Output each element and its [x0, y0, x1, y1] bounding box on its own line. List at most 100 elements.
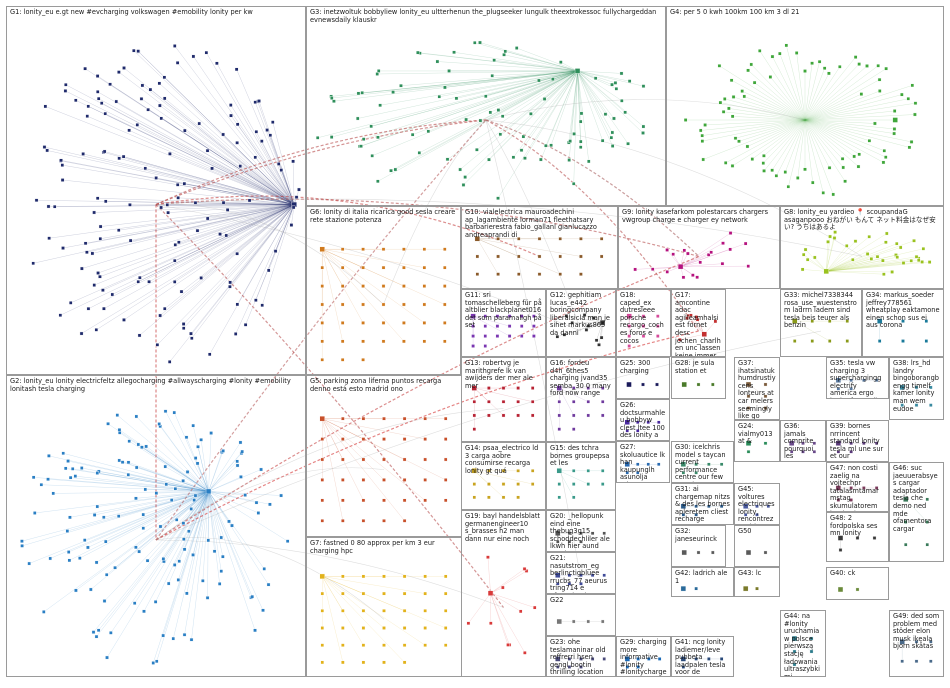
node-g29[interactable] — [647, 657, 651, 661]
node-g3[interactable] — [454, 96, 459, 101]
node-g2[interactable] — [163, 464, 168, 469]
node-g14[interactable] — [487, 469, 491, 473]
node-g2[interactable] — [219, 569, 224, 573]
node-g14[interactable] — [472, 482, 477, 486]
node-g7[interactable] — [443, 643, 448, 647]
node-g8[interactable] — [823, 268, 829, 275]
node-g11[interactable] — [519, 334, 524, 338]
node-g2[interactable] — [262, 567, 267, 571]
node-g2[interactable] — [191, 553, 195, 557]
node-g6[interactable] — [442, 265, 447, 270]
node-g3[interactable] — [315, 135, 320, 140]
node-g1[interactable] — [86, 306, 91, 311]
node-g9[interactable] — [743, 241, 748, 246]
node-g35[interactable] — [874, 378, 879, 383]
node-g50[interactable] — [763, 550, 768, 555]
node-g9[interactable] — [698, 260, 703, 265]
node-g3[interactable] — [519, 148, 524, 153]
node-g38[interactable] — [914, 385, 919, 390]
node-g5[interactable] — [402, 478, 407, 482]
node-g13[interactable] — [487, 399, 491, 404]
node-g3[interactable] — [435, 59, 440, 64]
node-g18[interactable] — [627, 344, 631, 348]
node-g28[interactable] — [681, 381, 687, 388]
node-g4[interactable] — [683, 118, 688, 122]
node-g3[interactable] — [567, 158, 571, 162]
node-g20[interactable] — [567, 539, 572, 544]
node-g3[interactable] — [521, 134, 526, 139]
node-g1[interactable] — [215, 61, 219, 66]
node-g2[interactable] — [47, 454, 51, 458]
node-g1[interactable] — [235, 141, 239, 145]
node-g6[interactable] — [381, 321, 386, 325]
node-g19[interactable] — [532, 605, 537, 610]
node-g4[interactable] — [703, 123, 707, 127]
node-g6[interactable] — [442, 339, 447, 344]
node-g47[interactable] — [836, 498, 841, 502]
node-g1[interactable] — [46, 204, 51, 209]
node-g44[interactable] — [791, 635, 798, 642]
node-g16[interactable] — [557, 413, 562, 418]
node-g7[interactable] — [443, 609, 448, 613]
node-g1[interactable] — [238, 164, 243, 168]
node-g1[interactable] — [136, 279, 141, 284]
node-g1[interactable] — [273, 249, 278, 253]
node-g4[interactable] — [757, 49, 762, 53]
node-g4[interactable] — [910, 83, 915, 88]
node-g1[interactable] — [260, 139, 264, 143]
node-g1[interactable] — [158, 313, 162, 318]
node-g11[interactable] — [483, 314, 488, 318]
node-g15[interactable] — [571, 495, 576, 500]
node-g2[interactable] — [74, 588, 78, 593]
node-g49[interactable] — [914, 659, 919, 664]
node-g2[interactable] — [126, 460, 131, 465]
node-g9[interactable] — [671, 252, 675, 257]
node-g10[interactable] — [579, 254, 583, 259]
node-g2[interactable] — [182, 537, 186, 541]
node-g1[interactable] — [228, 280, 232, 285]
node-g2[interactable] — [63, 466, 68, 471]
node-g2[interactable] — [134, 465, 139, 470]
node-g2[interactable] — [137, 549, 141, 554]
node-g39[interactable] — [862, 441, 866, 446]
node-g5[interactable] — [382, 457, 386, 462]
node-g4[interactable] — [867, 138, 872, 143]
node-g8[interactable] — [812, 255, 817, 260]
node-g45[interactable] — [743, 512, 748, 517]
node-g11[interactable] — [483, 334, 488, 338]
node-g3[interactable] — [361, 137, 366, 141]
node-g1[interactable] — [189, 331, 193, 336]
node-g19[interactable] — [487, 590, 494, 596]
node-g14[interactable] — [501, 495, 506, 500]
node-g9[interactable] — [665, 248, 669, 252]
node-g1[interactable] — [294, 195, 299, 199]
node-g33[interactable] — [792, 318, 798, 324]
node-g7[interactable] — [423, 591, 427, 596]
node-g1[interactable] — [224, 233, 229, 238]
node-g46[interactable] — [903, 496, 909, 503]
node-g1[interactable] — [101, 288, 105, 292]
node-g3[interactable] — [559, 60, 563, 64]
node-g1[interactable] — [155, 343, 160, 347]
node-g38[interactable] — [899, 384, 905, 391]
node-g9[interactable] — [650, 267, 655, 272]
node-g10[interactable] — [599, 254, 604, 259]
node-g2[interactable] — [177, 559, 181, 564]
node-g8[interactable] — [881, 258, 885, 263]
node-g5[interactable] — [402, 437, 407, 441]
node-g3[interactable] — [579, 111, 584, 116]
node-g6[interactable] — [340, 247, 345, 252]
node-g10[interactable] — [475, 254, 480, 259]
node-g2[interactable] — [221, 449, 225, 453]
node-g2[interactable] — [163, 409, 168, 414]
node-g23[interactable] — [567, 657, 572, 661]
node-g3[interactable] — [393, 167, 398, 172]
node-g19[interactable] — [466, 621, 471, 626]
node-g2[interactable] — [250, 594, 255, 599]
node-g4[interactable] — [730, 114, 735, 119]
node-g32[interactable] — [711, 550, 715, 555]
node-g7[interactable] — [320, 591, 325, 596]
node-g5[interactable] — [320, 457, 325, 462]
node-g2[interactable] — [145, 558, 150, 563]
node-g2[interactable] — [73, 474, 78, 478]
